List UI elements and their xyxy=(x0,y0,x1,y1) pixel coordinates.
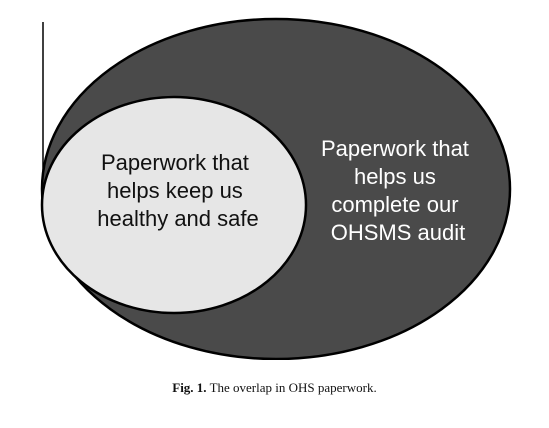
outer-label-line-1: Paperwork that xyxy=(321,136,469,161)
outer-label-line-3: complete our xyxy=(331,192,458,217)
venn-diagram: Paperwork that helps keep us healthy and… xyxy=(40,17,512,360)
inner-set-label: Paperwork that helps keep us healthy and… xyxy=(97,150,258,231)
outer-label-line-2: helps us xyxy=(354,164,436,189)
outer-label-line-4: OHSMS audit xyxy=(331,220,466,245)
outer-set-label: Paperwork that helps us complete our OHS… xyxy=(321,136,475,245)
inner-label-line-2: helps keep us xyxy=(107,178,243,203)
figure-number: Fig. 1. xyxy=(172,380,207,395)
inner-label-line-1: Paperwork that xyxy=(101,150,249,175)
figure-caption: Fig. 1. The overlap in OHS paperwork. xyxy=(0,380,549,396)
inner-label-line-3: healthy and safe xyxy=(97,206,258,231)
figure-caption-text: The overlap in OHS paperwork. xyxy=(209,380,377,395)
inner-set-ellipse xyxy=(40,95,308,315)
